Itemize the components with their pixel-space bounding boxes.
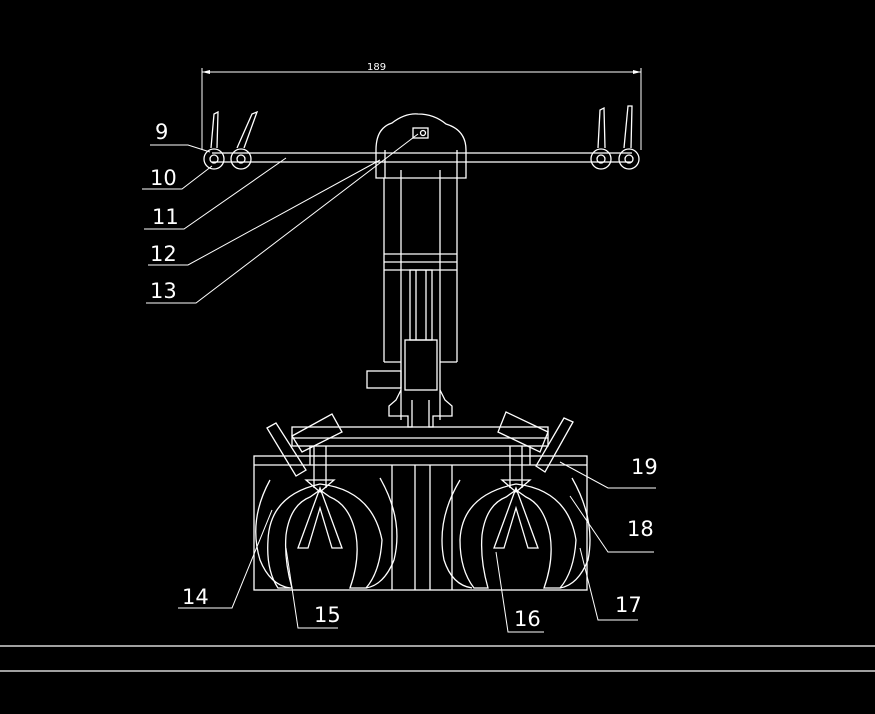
callout-10: 10	[150, 166, 177, 190]
vertical-column	[366, 170, 458, 428]
dimension-label: 189	[367, 62, 386, 73]
right-disc-assembly	[441, 446, 591, 589]
callout-9: 9	[155, 120, 168, 144]
top-cross-beam	[203, 105, 640, 170]
callout-12: 12	[150, 242, 177, 266]
callout-11: 11	[152, 205, 179, 229]
ground-lines	[0, 645, 875, 672]
callout-17: 17	[615, 593, 642, 617]
callout-16: 16	[514, 607, 541, 631]
bottom-frame	[253, 426, 588, 591]
callout-18: 18	[627, 517, 654, 541]
callout-15: 15	[314, 603, 341, 627]
callout-14: 14	[182, 585, 209, 609]
dimension-189: 189	[201, 62, 642, 150]
inclined-cylinders	[266, 411, 574, 477]
callout-13: 13	[150, 279, 177, 303]
callout-labels: 9 10 11 12 13 14 15 16 17 18 19	[150, 120, 658, 631]
leader-lines	[142, 133, 656, 633]
left-disc-assembly	[255, 446, 398, 589]
callout-19: 19	[631, 455, 658, 479]
head-housing	[375, 113, 467, 179]
